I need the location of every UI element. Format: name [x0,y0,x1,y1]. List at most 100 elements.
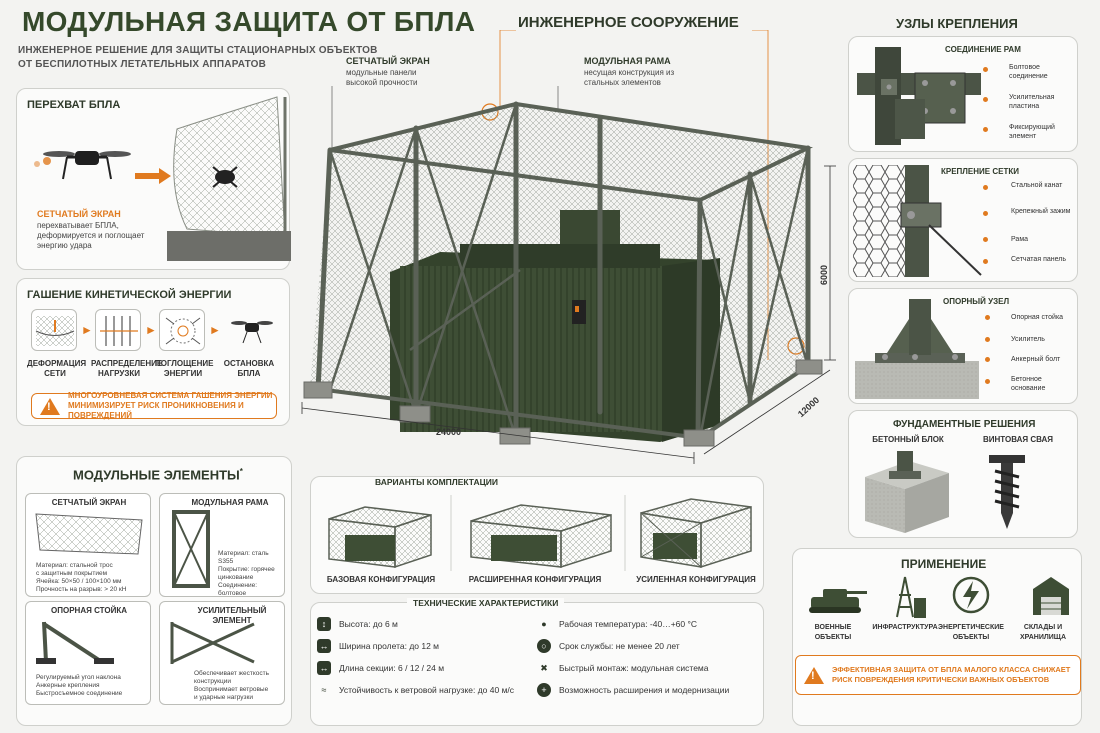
tower-icon [896,576,926,618]
spec-expansion-text: Возможность расширения и модернизации [559,685,730,695]
module-brace-card: УСИЛИТЕЛЬНЫЙ ЭЛЕМЕНТ Обеспечивает жестко… [159,601,285,705]
spec-length: ↔Длина секции: 6 / 12 / 24 м [317,661,444,675]
foundation-illustration [865,451,1025,533]
spec-expansion: +Возможность расширения и модернизации [537,683,729,697]
module-post-line-3: Быстросъемное соединение [36,690,123,697]
application-infrastructure: ИНФРАСТРУКТУРА [869,623,941,633]
config-extended-icon [470,504,612,569]
subtitle-line-2: ОТ БЕСПИЛОТНЫХ ЛЕТАТЕЛЬНЫХ АППАРАТОВ [18,59,267,70]
step-stop-box [227,309,277,351]
config-basic-label: БАЗОВАЯ КОНФИГУРАЦИЯ [326,575,436,584]
warning-icon [40,397,60,415]
module-brace-line-2: конструкции [194,678,231,685]
support-callout-2: Усилитель [1011,336,1045,343]
configs-illustration [328,495,752,571]
module-post-line-2: Анкерные крепления [36,682,100,689]
service-life-icon: ○ [537,639,551,653]
structure-mesh-label: СЕТЧАТЫЙ ЭКРАН [346,56,430,66]
warehouse-icon [1033,577,1069,615]
support-callout-1: Опорная стойка [1011,314,1064,321]
screw-pile-icon [989,455,1025,529]
modules-panel: МОДУЛЬНЫЕ ЭЛЕМЕНТЫ* СЕТЧАТЫЙ ЭКРАН Матер… [16,456,292,726]
interception-mesh-desc: перехватывает БПЛА, деформируется и погл… [37,221,145,250]
energy-icon [952,576,990,614]
step-label-stop: ОСТАНОВКА БПЛА [223,359,275,378]
drone-icon [34,151,131,180]
support-title: ОПОРНЫЙ УЗЕЛ [943,297,1010,306]
interception-illustration [34,96,291,261]
kinetic-panel: ГАШЕНИЕ КИНЕТИЧЕСКОЙ ЭНЕРГИИ ► ► ► ДЕФОР… [16,278,290,426]
dimension-height: 6000 [819,264,830,286]
frame-joint-title: СОЕДИНЕНИЕ РАМ [945,45,1021,54]
direction-arrow-icon [135,168,171,184]
application-military: ВОЕННЫЕ ОБЪЕКТЫ [797,623,869,643]
step-arrow-2-icon: ► [145,323,157,337]
application-energy-line-1: ЭНЕРГЕТИЧЕСКИЕ [938,624,1004,631]
dimension-length: 24000 [436,427,462,437]
kinetic-warning: МНОГОУРОВНЕВАЯ СИСТЕМА ГАШЕНИЯ ЭНЕРГИИ М… [31,391,277,420]
config-basic-icon [328,506,432,569]
spec-temperature-text: Рабочая температура: -40…+60 °С [559,619,698,629]
mesh-mount-title: КРЕПЛЕНИЕ СЕТКИ [941,167,1019,176]
frame-joint-panel: СОЕДИНЕНИЕ РАМ Болтовое соединение Усили… [848,36,1078,152]
module-post-line-1: Регулируемый угол наклона [36,674,121,681]
step-label-deformation: ДЕФОРМАЦИЯ СЕТИ [27,359,87,378]
mesh-mount-callout-1: Стальной канат [1011,182,1063,189]
tools-icon: ✖ [540,662,548,673]
support-callout-4: Бетонное основание [1011,376,1046,392]
subtitle-line-1: ИНЖЕНЕРНОЕ РЕШЕНИЕ ДЛЯ ЗАЩИТЫ СТАЦИОНАРН… [18,45,378,56]
application-energy: ЭНЕРГЕТИЧЕСКИЕ ОБЪЕКТЫ [935,623,1007,643]
step-arrow-3-icon: ► [209,323,221,337]
spec-temperature: ●Рабочая температура: -40…+60 °С [537,617,697,631]
step-distribution-box [95,309,141,351]
foundation-pile-label: ВИНТОВАЯ СВАЯ [982,435,1054,444]
modules-title-text: МОДУЛЬНЫЕ ЭЛЕМЕНТЫ [73,467,240,483]
mesh-mount-illustration [853,165,982,277]
span-icon: ↔ [317,639,331,653]
interception-mesh-title: СЕТЧАТЫЙ ЭКРАН [37,209,121,219]
spec-mounting-text: Быстрый монтаж: модульная система [559,663,709,673]
module-frame-card: МОДУЛЬНАЯ РАМА Материал: сталь S355 Покр… [159,493,285,597]
module-brace-line-3: Воспринимает ветровые [194,686,269,693]
module-frame-line-3: Соединение: болтовое [218,582,258,597]
spec-service-life-text: Срок службы: не менее 20 лет [559,641,680,651]
module-mesh-card: СЕТЧАТЫЙ ЭКРАН Материал: стальной трос с… [25,493,151,597]
modules-title-mark: * [239,467,243,476]
module-mesh-line-3: Ячейка: 50×50 / 100×100 мм [36,578,122,585]
application-military-line-1: ВОЕННЫЕ ОБЪЕКТЫ [814,624,852,641]
application-energy-line-2: ОБЪЕКТЫ [952,634,990,641]
caught-drone-icon [212,166,238,188]
modules-title: МОДУЛЬНЫЕ ЭЛЕМЕНТЫ* [73,467,243,482]
step-arrow-1-icon: ► [81,323,93,337]
support-callout-3: Анкерный болт [1011,356,1061,363]
module-frame-line-2: Покрытие: горячее цинкование [218,566,275,581]
spec-length-text: Длина секции: 6 / 12 / 24 м [339,663,445,673]
module-mesh-line-4: Прочность на разрыв: > 20 кН [36,586,127,593]
specs-title: ТЕХНИЧЕСКИЕ ХАРАКТЕРИСТИКИ [407,598,565,608]
mesh-mount-callout-2: Крепежный зажим [1011,208,1071,215]
mesh-mount-panel: КРЕПЛЕНИЕ СЕТКИ Стальной канат Крепежный… [848,158,1078,282]
step-label-absorption: ПОГЛОЩЕНИЕ ЭНЕРГИИ [155,359,214,378]
frame-joint-callout-2: Усилительная пластина [1009,94,1055,110]
interception-panel: ПЕРЕХВАТ БПЛА СЕТЧАТЫЙ ЭКРАН перехватыва… [16,88,291,270]
module-mesh-line-2: с защитным покрытием [36,570,108,577]
spec-height: ↕Высота: до 6 м [317,617,398,631]
kinetic-title: ГАШЕНИЕ КИНЕТИЧЕСКОЙ ЭНЕРГИИ [27,289,232,301]
frame-joint-illustration [857,47,981,145]
structure-title: ИНЖЕНЕРНОЕ СООРУЖЕНИЕ [518,14,739,31]
config-reinforced-label: УСИЛЕННАЯ КОНФИГУРАЦИЯ [636,575,756,584]
structure-illustration [301,30,836,464]
structure-mesh-desc: модульные панели высокой прочности [346,68,418,87]
module-brace-line-4: и ударные нагрузки [194,694,253,701]
step-absorption-box [159,309,205,351]
spec-mounting: ✖ Быстрый монтаж: модульная система [537,661,709,675]
application-icons [809,576,1069,618]
interception-title: ПЕРЕХВАТ БПЛА [27,99,121,111]
spec-height-text: Высота: до 6 м [339,619,398,629]
structure-frame-desc: несущая конструкция из стальных элементо… [584,68,675,87]
configs-title: ВАРИАНТЫ КОМПЛЕКТАЦИИ [369,477,505,487]
application-storage-line-1: СКЛАДЫ И [1023,624,1063,631]
spec-wind: ≈Устойчивость к ветровой нагрузке: до 40… [317,683,515,697]
concrete-block-icon [865,451,949,533]
